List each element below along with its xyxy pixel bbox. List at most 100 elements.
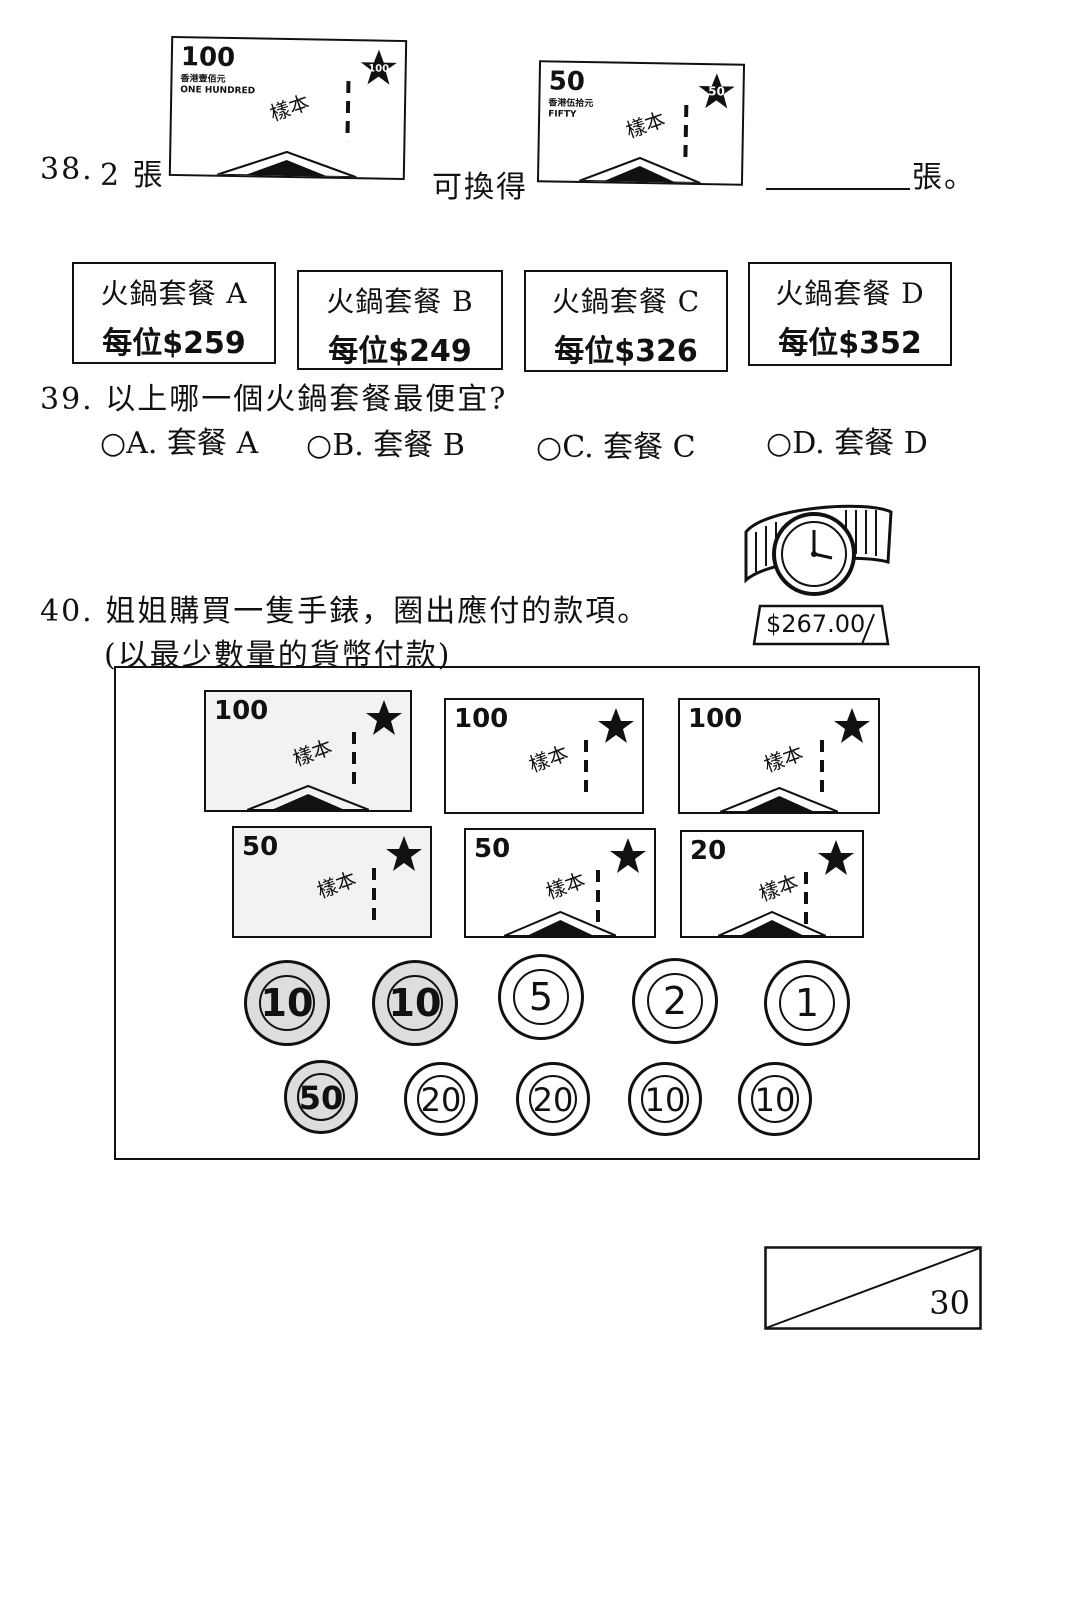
banknote-50[interactable]: 50 樣本 xyxy=(464,828,656,938)
note-bars xyxy=(352,732,356,792)
note-bars xyxy=(372,868,376,928)
banknote-100[interactable]: 100 樣本 xyxy=(678,698,880,814)
menu-box-c: 火鍋套餐 C 每位$326 xyxy=(524,270,728,372)
coin-5-dollar[interactable]: 5 xyxy=(498,954,584,1040)
mountain-icon xyxy=(217,150,357,178)
price-tag: $267.00 xyxy=(752,602,890,646)
coin-value: 5 xyxy=(528,975,554,1019)
coin-10-dollar[interactable]: 10 xyxy=(372,960,458,1046)
note-value: 100 xyxy=(214,696,269,726)
menu-price: 每位$352 xyxy=(778,326,922,361)
menu-name: 火鍋套餐 A xyxy=(100,277,248,310)
coin-1-dollar[interactable]: 1 xyxy=(764,960,850,1046)
menu-price: 每位$249 xyxy=(328,334,472,369)
menu-price: 每位$259 xyxy=(102,326,246,361)
q38-answer-blank[interactable] xyxy=(766,188,910,190)
coin-rim xyxy=(647,973,703,1029)
coin-value: 50 xyxy=(298,1079,344,1117)
bauhinia-icon: 100 xyxy=(360,49,397,85)
price-tag-text: $267.00 xyxy=(766,610,866,638)
q40-question: 40. 姐姐購買一隻手錶，圈出應付的款項。 xyxy=(40,594,650,629)
option-b[interactable]: ○B. 套餐 B xyxy=(306,420,465,464)
svg-text:50: 50 xyxy=(708,84,725,98)
coin-rim xyxy=(751,1075,799,1123)
bauhinia-icon xyxy=(818,840,854,875)
score-box-outline xyxy=(764,1246,982,1330)
coin-20-cents[interactable]: 20 xyxy=(404,1062,478,1136)
note-stamp: 樣本 xyxy=(622,106,669,143)
bauhinia-icon xyxy=(834,708,870,743)
q38-count: 2 張 xyxy=(100,158,165,193)
q38-number: 38. xyxy=(40,152,94,187)
note-stamp: 樣本 xyxy=(525,740,572,777)
coin-value: 10 xyxy=(260,981,314,1025)
option-label: B. 套餐 B xyxy=(332,428,465,463)
radio-circle-icon[interactable]: ○ xyxy=(100,426,127,461)
radio-circle-icon[interactable]: ○ xyxy=(306,428,333,463)
note-small-text: 香港伍拾元 FIFTY xyxy=(548,98,594,120)
menu-name: 火鍋套餐 D xyxy=(775,277,925,310)
q39-question: 39. 以上哪一個火鍋套餐最便宜? xyxy=(40,382,508,417)
coin-value: 1 xyxy=(794,981,820,1025)
coin-10-cents[interactable]: 10 xyxy=(738,1062,812,1136)
option-label: D. 套餐 D xyxy=(792,426,928,461)
note-bars xyxy=(596,870,600,930)
coin-value: 20 xyxy=(420,1081,462,1119)
note-small-text: 香港壹佰元 ONE HUNDRED xyxy=(180,74,256,97)
currency-box xyxy=(114,666,980,1160)
q38-exchange-text: 可換得 xyxy=(432,170,528,205)
radio-circle-icon[interactable]: ○ xyxy=(536,430,563,465)
bauhinia-icon xyxy=(386,836,422,871)
note-value: 50 xyxy=(474,834,511,864)
note-value: 100 xyxy=(454,704,509,734)
note-stamp: 樣本 xyxy=(755,869,802,906)
note-bars xyxy=(804,872,808,932)
option-c[interactable]: ○C. 套餐 C xyxy=(536,422,696,466)
coin-50-cents[interactable]: 50 xyxy=(284,1060,358,1134)
coin-rim xyxy=(417,1075,465,1123)
menu-price: 每位$326 xyxy=(554,334,698,369)
coin-20-cents[interactable]: 20 xyxy=(516,1062,590,1136)
coin-rim xyxy=(297,1073,345,1121)
banknote-50-q38: 50 香港伍拾元 FIFTY 樣本 50 xyxy=(536,60,746,186)
bauhinia-icon xyxy=(366,700,402,735)
coin-rim xyxy=(387,975,443,1031)
mountain-icon xyxy=(503,910,617,936)
banknote-100[interactable]: 100 樣本 xyxy=(444,698,644,814)
coin-10-cents[interactable]: 10 xyxy=(628,1062,702,1136)
coin-value: 10 xyxy=(754,1081,796,1119)
option-d[interactable]: ○D. 套餐 D xyxy=(766,418,928,462)
banknote-20[interactable]: 20 樣本 xyxy=(680,830,864,938)
coin-2-dollar[interactable]: 2 xyxy=(632,958,718,1044)
note-value: 50 xyxy=(242,832,279,862)
option-a[interactable]: ○A. 套餐 A xyxy=(100,418,258,462)
price-tag-outline xyxy=(752,604,890,646)
note-bars xyxy=(345,81,351,142)
wristwatch-icon xyxy=(744,504,893,596)
coin-rim xyxy=(259,975,315,1031)
svg-text:100: 100 xyxy=(368,63,389,74)
coin-value: 2 xyxy=(662,979,688,1023)
option-label: A. 套餐 A xyxy=(126,426,259,461)
note-stamp: 樣本 xyxy=(760,740,807,777)
banknote-50[interactable]: 50 樣本 xyxy=(232,826,432,938)
score-total: 30 xyxy=(929,1284,970,1322)
coin-10-dollar[interactable]: 10 xyxy=(244,960,330,1046)
menu-box-a: 火鍋套餐 A 每位$259 xyxy=(72,262,276,364)
menu-box-d: 火鍋套餐 D 每位$352 xyxy=(748,262,952,366)
coin-rim xyxy=(529,1075,577,1123)
menu-name: 火鍋套餐 C xyxy=(551,285,701,318)
coin-value: 20 xyxy=(532,1081,574,1119)
note-stamp: 樣本 xyxy=(289,734,336,771)
banknote-100[interactable]: 100 樣本 xyxy=(204,690,412,812)
coin-rim xyxy=(779,975,835,1031)
note-stamp: 樣本 xyxy=(542,868,589,905)
note-stamp: 樣本 xyxy=(313,866,360,904)
radio-circle-icon[interactable]: ○ xyxy=(766,426,793,461)
note-value: 100 xyxy=(180,42,236,74)
note-bars xyxy=(584,740,588,800)
q38-blank-suffix: 張。 xyxy=(912,160,976,195)
bauhinia-icon xyxy=(610,838,646,873)
coin-rim xyxy=(641,1075,689,1123)
menu-box-b: 火鍋套餐 B 每位$249 xyxy=(297,270,503,370)
